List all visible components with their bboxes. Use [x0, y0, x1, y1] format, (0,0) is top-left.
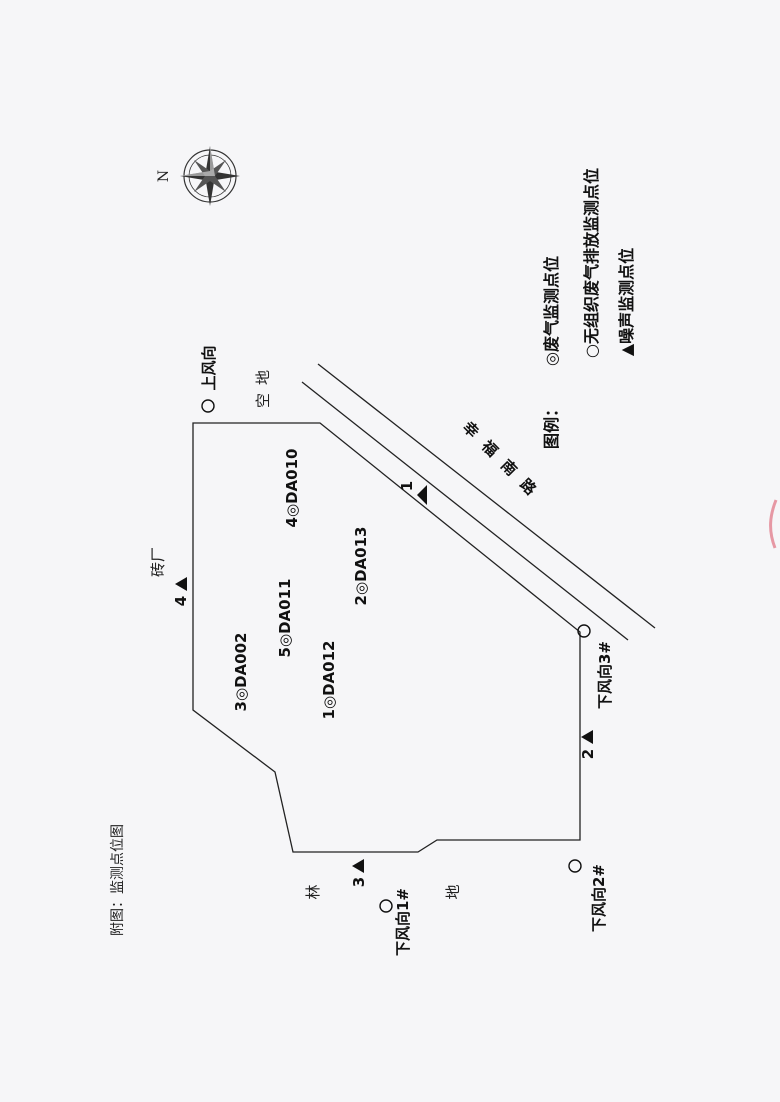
wind-point-downwind-2: 下风向2# — [568, 859, 608, 932]
noise-point-num: 2 — [579, 749, 597, 759]
fugitive-point-circle-icon — [379, 899, 393, 913]
compass-north-label: N — [156, 170, 172, 182]
wind-point-label: 下风向3# — [596, 641, 614, 709]
legend-item-fugitive: ○无组织废气排放监测点位 — [582, 168, 601, 358]
waste-gas-symbol-icon: ◎ — [352, 582, 370, 595]
waste-gas-symbol-icon: ◎ — [320, 696, 338, 709]
waste-gas-point-da010: 4◎DA010 — [283, 449, 301, 528]
svg-text:1◎DA012: 1◎DA012 — [320, 641, 338, 720]
fugitive-point-circle-icon — [568, 859, 582, 873]
legend-item-label: 噪声监测点位 — [617, 248, 636, 344]
legend-item-label: 废气监测点位 — [542, 256, 561, 352]
legend-item-noise: ▲噪声监测点位 — [617, 248, 636, 356]
waste-gas-point-da011: 5◎DA011 — [276, 579, 294, 658]
legend-item-waste-gas: ◎废气监测点位 — [542, 256, 561, 366]
wind-point-upwind: 上风向 — [200, 345, 218, 413]
label-brick-factory: 砖厂 — [149, 547, 167, 577]
legend-waste-gas-icon: ◎ — [542, 352, 561, 366]
label-forest-di: 地 — [444, 884, 462, 899]
wind-point-downwind-3: 下风向3# — [577, 624, 614, 709]
legend: 图例： ◎废气监测点位 ○无组织废气排放监测点位 ▲噪声监测点位 — [542, 168, 636, 449]
waste-gas-point-code: DA002 — [232, 633, 250, 688]
svg-text:3◎DA002: 3◎DA002 — [232, 633, 250, 712]
figure-title: 附图：监测点位图 — [110, 824, 126, 936]
legend-item-label: 无组织废气排放监测点位 — [582, 168, 601, 345]
svg-text:2◎DA013: 2◎DA013 — [352, 527, 370, 606]
wind-point-downwind-1: 下风向1# — [379, 888, 412, 956]
waste-gas-point-num: 2 — [352, 595, 370, 605]
road-line-2 — [317, 363, 656, 629]
noise-point-4: 4 — [172, 577, 190, 606]
waste-gas-point-da002: 3◎DA002 — [232, 633, 250, 712]
label-forest-lin: 林 — [304, 884, 322, 899]
waste-gas-point-code: DA011 — [276, 579, 294, 634]
legend-heading: 图例： — [542, 401, 561, 449]
noise-point-num: 1 — [398, 481, 416, 491]
noise-point-num: 4 — [172, 596, 190, 606]
site-boundary — [192, 422, 581, 853]
waste-gas-point-num: 5 — [276, 647, 294, 657]
fugitive-point-circle-icon — [201, 399, 215, 413]
waste-gas-point-code: DA012 — [320, 641, 338, 696]
waste-gas-point-num: 3 — [232, 701, 250, 711]
svg-text:4◎DA010: 4◎DA010 — [283, 449, 301, 528]
waste-gas-symbol-icon: ◎ — [283, 504, 301, 517]
scan-mark — [769, 499, 778, 549]
noise-point-num: 3 — [350, 877, 368, 887]
legend-fugitive-icon: ○ — [582, 344, 601, 358]
waste-gas-point-num: 1 — [320, 709, 338, 719]
wind-point-label: 下风向1# — [394, 888, 412, 956]
noise-triangle-icon — [417, 485, 427, 505]
label-road: 幸福南路 — [459, 418, 548, 507]
compass-rose-icon — [180, 146, 240, 206]
noise-triangle-icon — [581, 730, 593, 744]
noise-triangle-icon — [352, 859, 364, 873]
fugitive-point-circle-icon — [577, 624, 591, 638]
waste-gas-point-num: 4 — [283, 517, 301, 527]
waste-gas-point-da013: 2◎DA013 — [352, 527, 370, 606]
waste-gas-symbol-icon: ◎ — [232, 688, 250, 701]
waste-gas-point-da012: 1◎DA012 — [320, 641, 338, 720]
waste-gas-point-code: DA013 — [352, 527, 370, 582]
wind-point-label: 上风向 — [200, 345, 218, 390]
svg-text:5◎DA011: 5◎DA011 — [276, 579, 294, 658]
legend-noise-icon: ▲ — [617, 343, 636, 356]
road-line-1 — [301, 381, 629, 641]
label-empty-land: 空地 — [254, 362, 272, 408]
waste-gas-symbol-icon: ◎ — [276, 634, 294, 647]
noise-point-2: 2 — [579, 730, 597, 759]
noise-triangle-icon — [175, 577, 187, 591]
waste-gas-point-code: DA010 — [283, 449, 301, 504]
wind-point-label: 下风向2# — [590, 864, 608, 932]
noise-point-1: 1 — [398, 481, 427, 505]
noise-point-3: 3 — [350, 859, 368, 887]
